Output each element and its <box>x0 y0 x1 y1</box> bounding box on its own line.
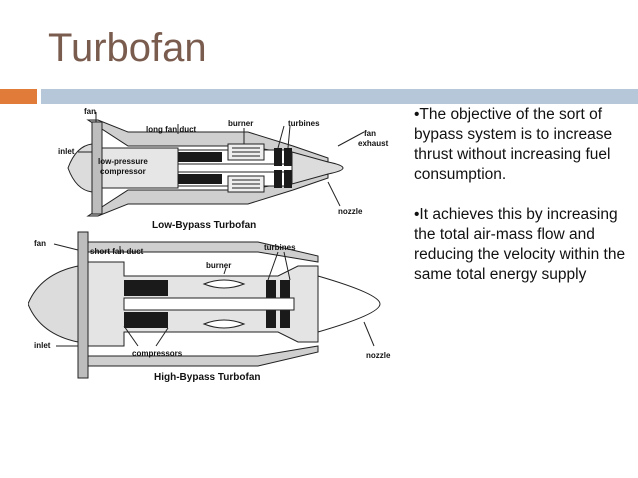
label-fan: fan <box>84 107 96 116</box>
label-nozzle: nozzle <box>338 207 363 216</box>
bullet-item: •It achieves this by increasing the tota… <box>414 206 626 283</box>
label-inlet: inlet <box>58 147 75 156</box>
caption-high-bypass: High-Bypass Turbofan <box>154 372 260 383</box>
label-lp-compressor-1: low-pressure <box>98 157 148 166</box>
slide-title: Turbofan <box>48 26 207 70</box>
label-short-fan-duct: short fan duct <box>90 247 144 256</box>
accent-bar-orange <box>0 89 37 104</box>
low-bypass-diagram: fan long fan duct burner turbines fan ex… <box>58 107 389 231</box>
accent-bar-blue <box>41 89 638 104</box>
bullet-list: •The objective of the sort of bypass sys… <box>414 105 628 305</box>
high-bypass-diagram: fan short fan duct turbines burner inlet… <box>27 231 391 383</box>
caption-low-bypass: Low-Bypass Turbofan <box>152 220 256 231</box>
label-hb-turbines: turbines <box>264 243 296 252</box>
bullet-item: •The objective of the sort of bypass sys… <box>414 106 613 183</box>
label-long-fan-duct: long fan duct <box>146 125 197 134</box>
label-turbines: turbines <box>288 119 320 128</box>
turbofan-diagram: fan long fan duct burner turbines fan ex… <box>27 106 408 388</box>
label-fan-exhaust-2: exhaust <box>358 139 389 148</box>
label-hb-inlet: inlet <box>34 341 51 350</box>
label-hb-burner: burner <box>206 261 231 270</box>
label-compressors: compressors <box>132 349 183 358</box>
label-hb-nozzle: nozzle <box>366 351 391 360</box>
label-burner: burner <box>228 119 253 128</box>
label-lp-compressor-2: compressor <box>100 167 146 176</box>
label-hb-fan: fan <box>34 239 46 248</box>
label-fan-exhaust-1: fan <box>364 129 376 138</box>
